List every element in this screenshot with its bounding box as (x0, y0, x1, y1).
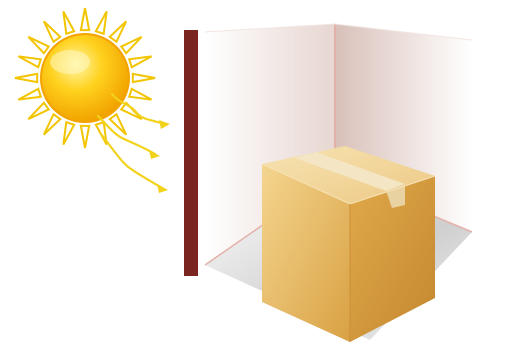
box-icon (261, 146, 436, 342)
sun-rays (96, 92, 170, 193)
sun-spike (127, 55, 153, 69)
wall-left (205, 24, 335, 265)
arrow-head (157, 184, 168, 193)
sun-spike (27, 35, 51, 55)
sun-core (40, 33, 130, 123)
sun-spike (17, 87, 43, 101)
sun-spike (27, 101, 51, 121)
box-side (350, 176, 435, 342)
sun-spike (62, 120, 76, 146)
sun-spike (42, 112, 62, 136)
wavy-arrow-icon (96, 114, 157, 156)
wavy-arrow-icon (110, 92, 167, 126)
sun-spike (131, 72, 156, 84)
tape (295, 152, 405, 191)
sun-spikes (14, 7, 156, 149)
arrow-head (149, 150, 160, 159)
wall-icon (184, 30, 198, 276)
arrow-head (159, 120, 170, 129)
wall-top-right (334, 23, 473, 41)
caption (0, 327, 530, 345)
wall-top-left (204, 23, 336, 33)
box-front (262, 164, 350, 342)
sun-spike (79, 124, 91, 149)
sun-spike (17, 55, 43, 69)
sun-spike (42, 20, 62, 44)
tape-flap (386, 184, 405, 208)
sun-spike (62, 10, 76, 36)
sun-spike (79, 7, 91, 32)
sun-spike (14, 72, 39, 84)
sun-icon (14, 7, 156, 149)
sun-spike (94, 10, 108, 36)
sun-spike (119, 101, 143, 121)
wavy-arrow-icon (99, 132, 164, 190)
sun-spike (108, 20, 128, 44)
sun-spike (108, 112, 128, 136)
sun-spike (127, 87, 153, 101)
sun-highlight (50, 50, 90, 74)
sun-spike (119, 35, 143, 55)
